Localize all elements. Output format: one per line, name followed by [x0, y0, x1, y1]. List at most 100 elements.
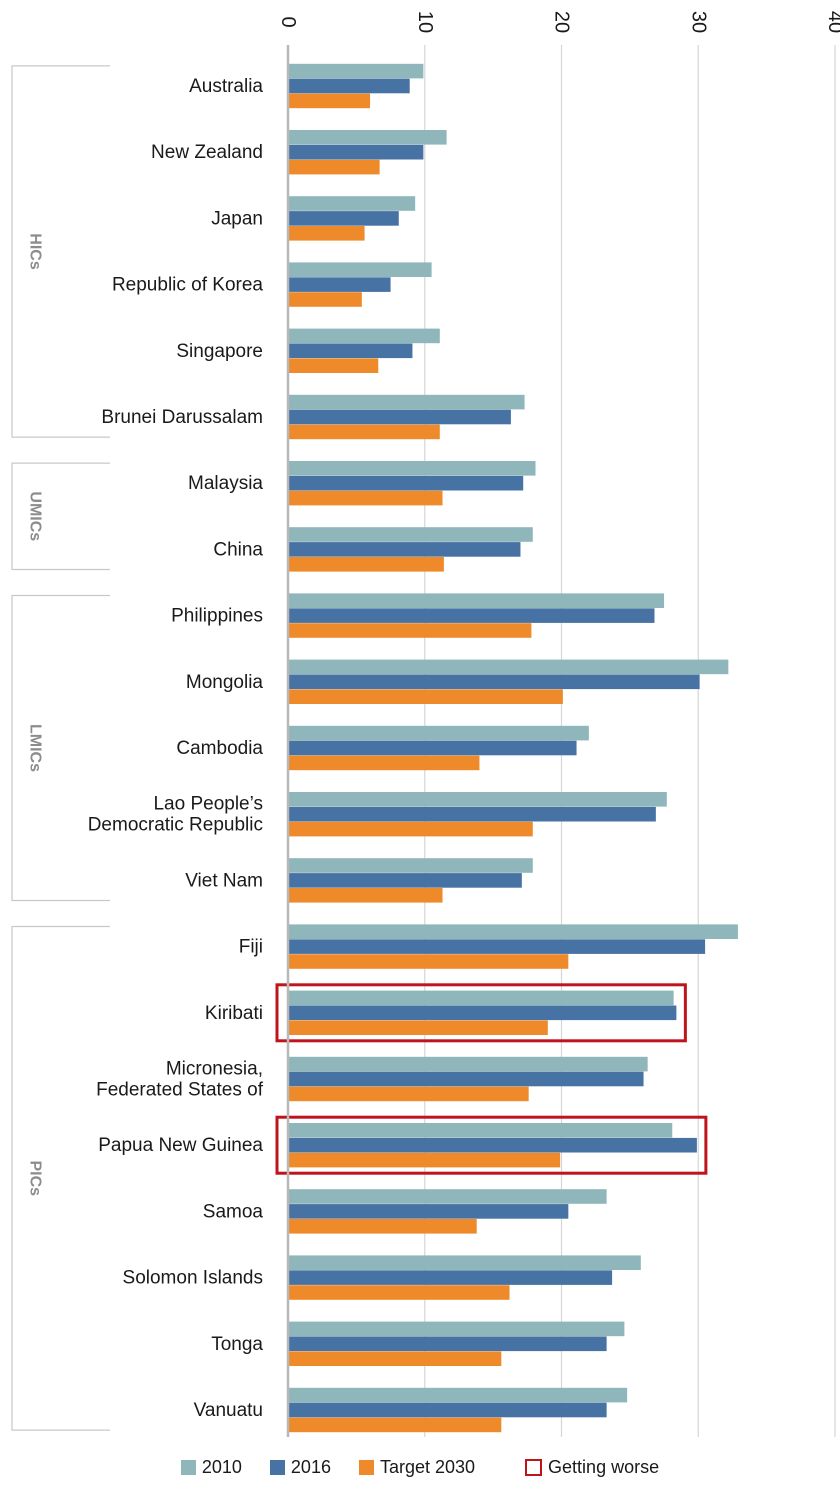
bar-target-2030-republic-of-korea [288, 292, 362, 307]
bar-2010-philippines [288, 593, 665, 608]
legend-swatch-2016 [269, 1459, 285, 1475]
bar-target-2030-malaysia [288, 490, 443, 506]
bar-2010-tonga [288, 1321, 625, 1337]
category-label-micronesia-federated-states-of: Micronesia,Federated States of [96, 1058, 264, 1100]
bar-2010-malaysia [288, 461, 536, 476]
bar-2010-micronesia-federated-states-of [288, 1056, 648, 1072]
bar-2010-china [288, 527, 533, 542]
bar-2010-new-zealand [288, 130, 447, 145]
bar-target-2030-australia [288, 93, 371, 109]
bar-2016-kiribati [288, 1005, 677, 1021]
bar-target-2030-china [288, 557, 444, 572]
bar-target-2030-kiribati [288, 1020, 548, 1035]
category-label-cambodia: Cambodia [176, 738, 263, 759]
bar-target-2030-japan [288, 226, 365, 241]
bar-target-2030-lao-people-s-democratic-republic [288, 821, 533, 837]
highlight-boxes [275, 983, 708, 1175]
bar-2010-singapore [288, 328, 440, 344]
category-label-australia: Australia [189, 76, 263, 97]
legend-swatch-2010 [180, 1459, 196, 1475]
tick-label-30: 30 [687, 11, 709, 33]
bar-2010-viet-nam [288, 858, 533, 873]
bar-2016-papua-new-guinea [288, 1137, 697, 1153]
group-label-umics: UMICs [27, 491, 44, 541]
legend-item-2016: 2016 [269, 1456, 331, 1478]
bar-2016-republic-of-korea [288, 277, 391, 292]
legend-label-2010: 2010 [201, 1456, 242, 1477]
group-umics: UMICs [11, 462, 110, 571]
category-label-vanuatu: Vanuatu [194, 1400, 263, 1421]
bar-2010-papua-new-guinea [288, 1123, 673, 1138]
group-lmics: LMICs [11, 594, 110, 902]
bar-target-2030-mongolia [288, 689, 563, 704]
bar-2010-japan [288, 196, 416, 211]
x-axis-ticks: 0 10 20 30 40 [277, 11, 840, 33]
tick-label-20: 20 [551, 11, 573, 33]
bar-target-2030-solomon-islands [288, 1285, 510, 1300]
bar-target-2030-samoa [288, 1219, 477, 1234]
bar-2016-mongolia [288, 674, 700, 690]
tick-label-10: 10 [414, 11, 436, 33]
bar-2016-viet-nam [288, 873, 522, 888]
tick-label-0: 0 [277, 16, 299, 27]
bar-2016-philippines [288, 608, 655, 623]
legend-label-getting-worse: Getting worse [548, 1456, 660, 1477]
category-label-solomon-islands: Solomon Islands [123, 1267, 263, 1288]
category-label-kiribati: Kiribati [205, 1002, 263, 1023]
category-label-republic-of-korea: Republic of Korea [112, 274, 263, 295]
bar-2010-australia [288, 63, 424, 79]
bar-target-2030-brunei-darussalam [288, 424, 440, 440]
category-label-papua-new-guinea: Papua New Guinea [98, 1135, 263, 1156]
bar-2010-vanuatu [288, 1387, 628, 1403]
bars [288, 63, 738, 1433]
bar-target-2030-singapore [288, 358, 379, 373]
bar-2016-fiji [288, 939, 706, 954]
bar-2016-samoa [288, 1204, 569, 1219]
bar-target-2030-philippines [288, 623, 532, 638]
group-bracket-hics [11, 65, 110, 438]
bar-target-2030-papua-new-guinea [288, 1152, 561, 1168]
bar-2016-brunei-darussalam [288, 409, 511, 425]
highlight-box-kiribati [275, 983, 687, 1043]
bar-2010-cambodia [288, 725, 589, 741]
highlight-box-papua-new-guinea [275, 1115, 708, 1175]
legend-item-getting-worse: Getting worse [525, 1457, 659, 1478]
bar-2016-cambodia [288, 740, 577, 756]
category-label-japan: Japan [211, 208, 263, 229]
bar-2016-new-zealand [288, 144, 424, 160]
group-label-hics: HICs [27, 233, 44, 270]
bar-target-2030-tonga [288, 1351, 502, 1366]
legend: 2010 2016 Target 2030 Getting worse [0, 1452, 840, 1482]
category-label-new-zealand: New Zealand [151, 142, 263, 163]
bar-2016-solomon-islands [288, 1270, 613, 1285]
bar-2016-malaysia [288, 475, 524, 491]
bar-2010-fiji [288, 924, 738, 939]
category-label-philippines: Philippines [171, 605, 263, 626]
category-label-samoa: Samoa [203, 1201, 264, 1222]
bar-2016-japan [288, 211, 399, 226]
bar-2016-micronesia-federated-states-of [288, 1071, 644, 1087]
bar-2016-vanuatu [288, 1402, 607, 1418]
bar-target-2030-viet-nam [288, 888, 443, 903]
bar-2010-lao-people-s-democratic-republic [288, 792, 667, 807]
bar-2016-china [288, 542, 521, 557]
category-label-mongolia: Mongolia [186, 671, 264, 692]
category-label-fiji: Fiji [239, 936, 263, 957]
legend-swatch-getting-worse [525, 1458, 543, 1476]
group-bracket-lmics [11, 594, 110, 902]
bar-target-2030-micronesia-federated-states-of [288, 1086, 529, 1102]
group-bracket-pics [11, 925, 110, 1431]
category-label-tonga: Tonga [211, 1333, 263, 1354]
legend-label-2016: 2016 [290, 1456, 331, 1477]
bar-2010-republic-of-korea [288, 262, 432, 277]
legend-swatch-target-2030 [358, 1459, 374, 1475]
bar-2010-samoa [288, 1189, 607, 1204]
category-label-singapore: Singapore [176, 340, 263, 361]
bar-2016-tonga [288, 1336, 607, 1352]
legend-item-2010: 2010 [180, 1456, 242, 1478]
tick-label-40: 40 [824, 11, 840, 33]
bar-2010-mongolia [288, 659, 729, 675]
category-label-viet-nam: Viet Nam [185, 870, 263, 891]
